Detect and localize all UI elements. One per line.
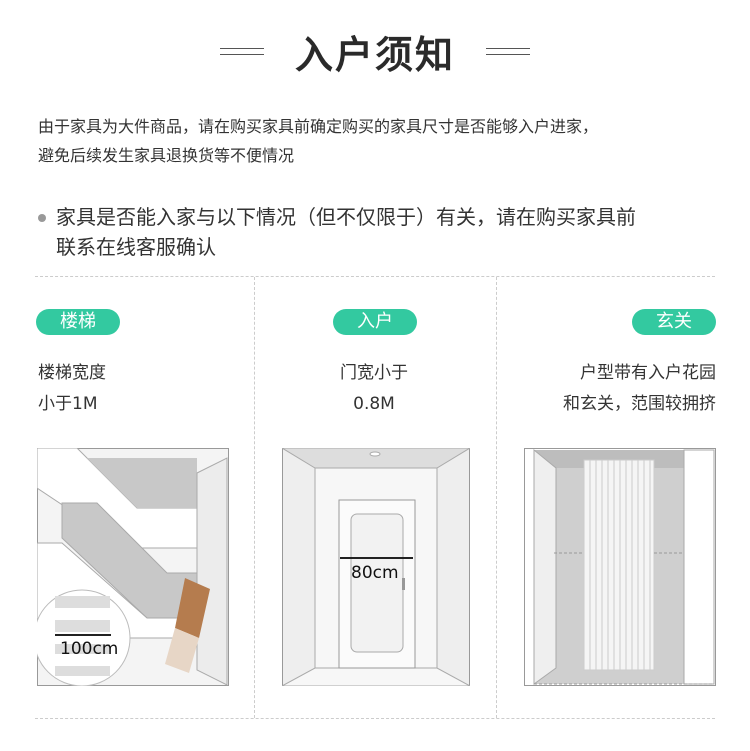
desc-line: 小于1M bbox=[38, 394, 98, 414]
intro-line: 由于家具为大件商品，请在购买家具前确定购买的家具尺寸是否能够入户进家， bbox=[38, 117, 599, 136]
desc-line: 门宽小于 bbox=[340, 363, 408, 383]
note-line: 联系在线客服确认 bbox=[56, 235, 216, 259]
stairs-illustration bbox=[37, 448, 229, 686]
column-divider bbox=[254, 277, 255, 718]
tag-foyer: 玄关 bbox=[632, 309, 716, 335]
column-divider bbox=[496, 277, 497, 718]
foyer-desc: 户型带有入户花园 和玄关，范围较拥挤 bbox=[500, 358, 716, 420]
title-divider-left-2 bbox=[220, 54, 264, 55]
stairs-measure: 100cm bbox=[60, 639, 119, 659]
title-divider-left bbox=[220, 48, 264, 49]
divider-top bbox=[35, 276, 715, 277]
stairs-desc: 楼梯宽度 小于1M bbox=[38, 358, 106, 420]
intro-line: 避免后续发生家具退换货等不便情况 bbox=[38, 146, 295, 165]
divider-bottom bbox=[35, 718, 715, 719]
page-title: 入户须知 bbox=[294, 33, 455, 77]
desc-line: 和玄关，范围较拥挤 bbox=[563, 394, 716, 414]
desc-line: 楼梯宽度 bbox=[38, 363, 106, 383]
door-illustration bbox=[282, 448, 470, 686]
note-line: 家具是否能入家与以下情况（但不仅限于）有关，请在购买家具前 bbox=[56, 205, 636, 229]
bullet-icon bbox=[38, 214, 46, 222]
entrance-desc: 门宽小于 0.8M bbox=[294, 358, 454, 420]
foyer-illustration bbox=[524, 448, 716, 686]
title-divider-right-2 bbox=[486, 54, 530, 55]
door-measure: 80cm bbox=[351, 563, 399, 583]
tag-stairs: 楼梯 bbox=[36, 309, 120, 335]
desc-line: 户型带有入户花园 bbox=[580, 363, 716, 383]
tag-entrance: 入户 bbox=[333, 309, 417, 335]
title-divider-right bbox=[486, 48, 530, 49]
note-text: 家具是否能入家与以下情况（但不仅限于）有关，请在购买家具前 联系在线客服确认 bbox=[56, 202, 636, 262]
intro-text: 由于家具为大件商品，请在购买家具前确定购买的家具尺寸是否能够入户进家， 避免后续… bbox=[38, 112, 598, 170]
desc-line: 0.8M bbox=[353, 394, 395, 414]
